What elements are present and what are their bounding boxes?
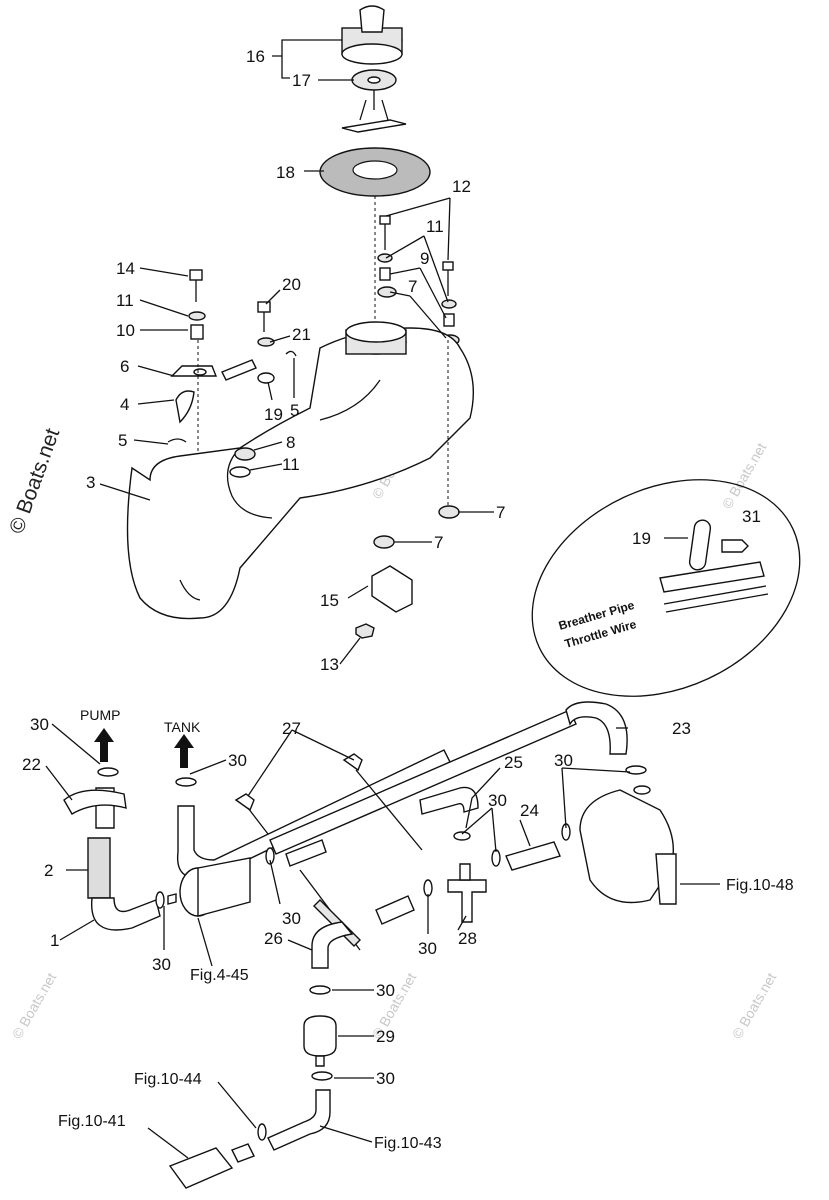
callout-30a: 30 (30, 715, 49, 734)
left-fasteners (170, 269, 218, 460)
callout-7b: 7 (496, 503, 505, 522)
callout-2: 2 (44, 861, 53, 880)
figure-refs: Fig.10-48 Fig.4-45 Fig.10-44 Fig.10-41 F… (58, 877, 794, 1152)
callout-15: 15 (320, 591, 339, 610)
clips-30 (97, 765, 647, 1141)
callout-25: 25 (504, 753, 523, 772)
callout-9: 9 (420, 249, 429, 268)
callout-30i: 30 (376, 1069, 395, 1088)
callout-11b: 11 (116, 291, 134, 310)
callout-10: 10 (116, 321, 135, 340)
fuel-cap-assembly (341, 5, 407, 133)
filter-screen (319, 147, 431, 197)
callout-5b: 5 (118, 431, 127, 450)
callout-1: 1 (50, 931, 59, 950)
fig-ref-4-45: Fig.4-45 (190, 967, 249, 984)
top-callouts: 16 17 18 12 11 9 7 14 11 10 20 21 6 4 19… (86, 47, 761, 674)
washer-11 (229, 466, 251, 478)
grommet-7b (373, 535, 395, 549)
callout-6: 6 (120, 357, 129, 376)
callout-19: 19 (264, 405, 283, 424)
callout-28: 28 (458, 929, 477, 948)
hose-4 (175, 390, 195, 424)
watermark-faint: © Boats.net (719, 440, 770, 512)
center-fasteners (221, 301, 297, 384)
inset-detail: Breather Pipe Throttle Wire (531, 479, 801, 697)
label-pump: PUMP (80, 707, 120, 723)
grommet-7 (438, 505, 460, 519)
callout-30b: 30 (228, 751, 247, 770)
bottom-callouts: 23 27 25 30 30 30 30 30 30 30 30 30 24 2… (22, 715, 691, 1088)
callout-19b: 19 (632, 529, 651, 548)
callout-21: 21 (292, 325, 311, 344)
hose-assembly (63, 701, 677, 1189)
top-leaders (99, 39, 688, 665)
callout-23: 23 (672, 719, 691, 738)
watermark-faint: © Boats.net (729, 970, 780, 1042)
fuel-tank (126, 321, 475, 620)
callout-8: 8 (286, 433, 295, 452)
clip-5 (167, 438, 187, 443)
callout-22: 22 (22, 755, 41, 774)
callout-13: 13 (320, 655, 339, 674)
callout-30g: 30 (418, 939, 437, 958)
callout-26: 26 (264, 929, 283, 948)
bottom-leaders (45, 723, 720, 1159)
callout-18: 18 (276, 163, 295, 182)
callout-11c: 11 (282, 455, 300, 474)
watermark-main: © Boats.net (5, 425, 64, 536)
callout-4: 4 (120, 395, 129, 414)
callout-12: 12 (452, 177, 471, 196)
fig-ref-10-44: Fig.10-44 (134, 1071, 202, 1088)
callout-7c: 7 (434, 533, 443, 552)
callout-20: 20 (282, 275, 301, 294)
callout-30d: 30 (488, 791, 507, 810)
callout-5a: 5 (290, 401, 299, 420)
callout-31: 31 (742, 507, 761, 526)
callout-24: 24 (520, 801, 539, 820)
bracket-15 (371, 565, 413, 613)
callout-30c: 30 (554, 751, 573, 770)
callout-30f: 30 (282, 909, 301, 928)
watermark-faint: © Boats.net (9, 970, 60, 1042)
callout-17: 17 (292, 71, 311, 90)
callout-3: 3 (86, 473, 95, 492)
callout-14: 14 (116, 259, 135, 278)
fig-ref-10-41: Fig.10-41 (58, 1113, 126, 1130)
callout-7a: 7 (408, 277, 417, 296)
arrows: PUMP TANK (80, 707, 201, 768)
grommet-8 (234, 447, 256, 461)
nut-13 (355, 623, 375, 639)
callout-27: 27 (282, 719, 301, 738)
callout-30h: 30 (376, 981, 395, 1000)
label-tank: TANK (164, 719, 201, 735)
callout-30e: 30 (152, 955, 171, 974)
callout-16: 16 (246, 47, 265, 66)
callout-29: 29 (376, 1027, 395, 1046)
callout-11a: 11 (426, 217, 444, 236)
fig-ref-10-43: Fig.10-43 (374, 1135, 442, 1152)
fig-ref-10-48: Fig.10-48 (726, 877, 794, 894)
